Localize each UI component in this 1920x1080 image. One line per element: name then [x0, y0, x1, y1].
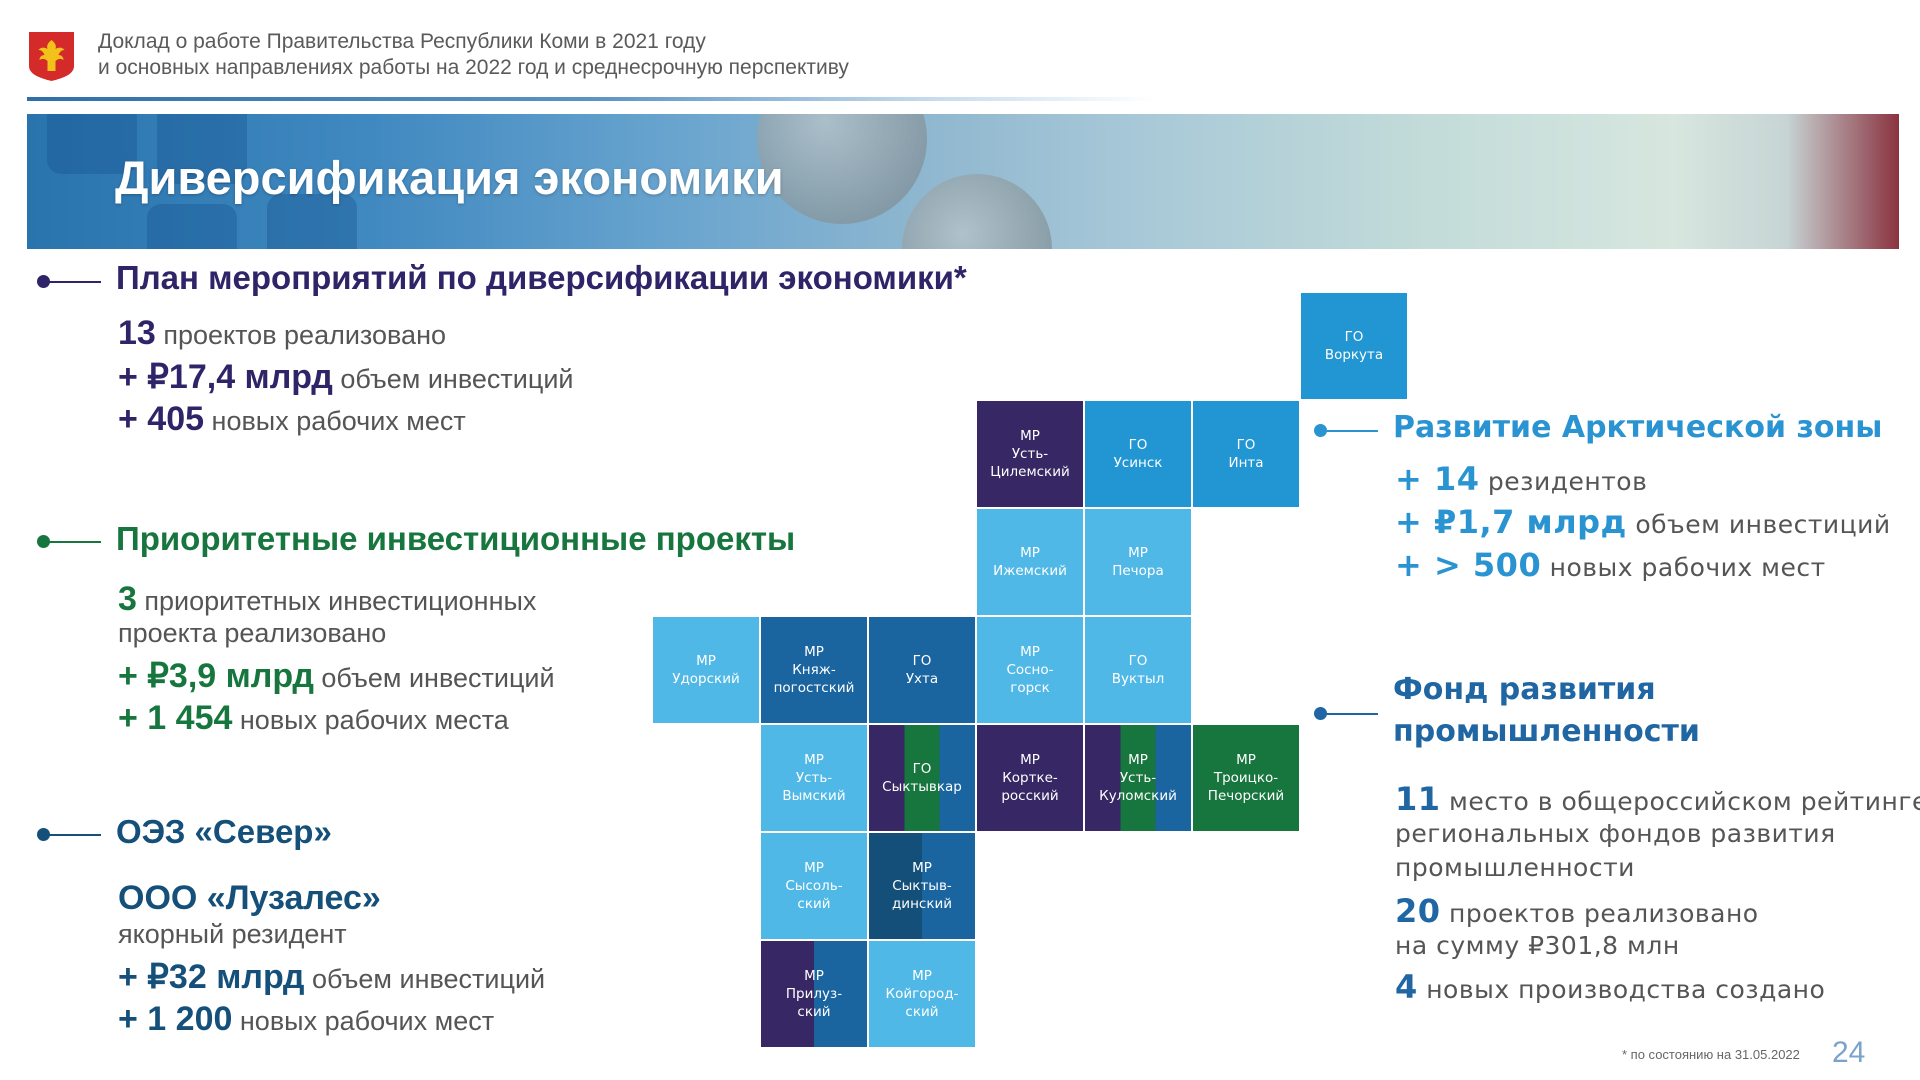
fund-rating-cont-1: региональных фондов развития — [1395, 819, 1836, 848]
title-banner — [27, 114, 1899, 249]
oez-investment-label: объем инвестиций — [304, 964, 546, 994]
fund-rating-label: место в общероссийском рейтинге — [1440, 787, 1920, 816]
arctic-heading: Развитие Арктической зоны — [1393, 410, 1883, 445]
priority-jobs: + 1 454 новых рабочих места — [118, 699, 509, 738]
fund-rating: 11 место в общероссийском рейтинге — [1395, 780, 1920, 818]
fund-projects: 20 проектов реализовано — [1395, 892, 1759, 930]
priority-investment: + ₽3,9 млрд объем инвестиций — [118, 656, 555, 696]
fund-projects-sum: на сумму ₽301,8 млн — [1395, 931, 1680, 960]
report-title-line-2: и основных направлениях работы на 2022 г… — [98, 56, 849, 79]
fund-heading-line-2: промышленности — [1393, 714, 1700, 749]
fund-heading-line-1: Фонд развития — [1393, 672, 1656, 707]
report-title-line-1: Доклад о работе Правительства Республики… — [98, 30, 706, 53]
plan-investment-label: объем инвестиций — [332, 364, 574, 394]
fund-projects-label: проектов реализовано — [1440, 899, 1759, 928]
plan-projects-label: проектов реализовано — [155, 320, 446, 350]
priority-projects: 3 приоритетных инвестиционных — [118, 580, 536, 619]
plan-heading: План мероприятий по диверсификации эконо… — [116, 259, 967, 296]
oez-investment: + ₽32 млрд объем инвестиций — [118, 957, 545, 997]
arctic-investment-value: + ₽1,7 млрд — [1395, 503, 1627, 541]
arctic-residents-value: + 14 — [1395, 460, 1480, 498]
plan-jobs-label: новых рабочих мест — [204, 406, 466, 436]
fund-projects-value: 20 — [1395, 892, 1441, 930]
plan-investment: + ₽17,4 млрд объем инвестиций — [118, 357, 573, 397]
priority-projects-label: приоритетных инвестиционных — [136, 586, 537, 616]
priority-investment-label: объем инвестиций — [313, 663, 555, 693]
header-divider — [27, 97, 1157, 101]
arctic-residents-label: резидентов — [1479, 467, 1648, 496]
priority-investment-value: + ₽3,9 млрд — [118, 657, 314, 695]
priority-projects-cont: проекта реализовано — [118, 618, 387, 648]
oez-jobs-label: новых рабочих мест — [232, 1006, 495, 1036]
page-title: Диверсификация экономики — [115, 151, 784, 204]
plan-investment-value: + ₽17,4 млрд — [118, 358, 333, 396]
arctic-investment-label: объем инвестиций — [1626, 510, 1891, 539]
priority-projects-value: 3 — [118, 580, 137, 618]
plan-jobs-value: + 405 — [118, 400, 205, 438]
fund-rating-value: 11 — [1395, 780, 1441, 818]
oez-role: якорный резидент — [118, 919, 347, 949]
arctic-jobs-value: + > 500 — [1395, 546, 1542, 584]
page-number: 24 — [1832, 1036, 1866, 1069]
fund-productions-value: 4 — [1395, 968, 1418, 1006]
priority-jobs-value: + 1 454 — [118, 699, 233, 737]
oez-heading: ОЭЗ «Север» — [116, 813, 332, 850]
oez-company: ООО «Лузалес» — [118, 879, 381, 917]
coat-of-arms-logo — [27, 30, 76, 82]
plan-jobs: + 405 новых рабочих мест — [118, 400, 466, 439]
plan-projects-value: 13 — [118, 314, 156, 352]
oez-jobs: + 1 200 новых рабочих мест — [118, 1000, 494, 1039]
arctic-residents: + 14 резидентов — [1395, 460, 1647, 498]
priority-heading: Приоритетные инвестиционные проекты — [116, 520, 796, 557]
fund-productions: 4 новых производства создано — [1395, 968, 1825, 1006]
footnote: * по состоянию на 31.05.2022 — [1622, 1047, 1800, 1062]
oez-jobs-value: + 1 200 — [118, 1000, 233, 1038]
arctic-investment: + ₽1,7 млрд объем инвестиций — [1395, 503, 1891, 541]
plan-projects: 13 проектов реализовано — [118, 314, 446, 353]
arctic-jobs-label: новых рабочих мест — [1541, 553, 1826, 582]
oez-investment-value: + ₽32 млрд — [118, 958, 305, 996]
fund-rating-cont-2: промышленности — [1395, 853, 1635, 882]
arctic-jobs: + > 500 новых рабочих мест — [1395, 546, 1826, 584]
fund-productions-label: новых производства создано — [1417, 975, 1826, 1004]
priority-jobs-label: новых рабочих места — [232, 705, 509, 735]
